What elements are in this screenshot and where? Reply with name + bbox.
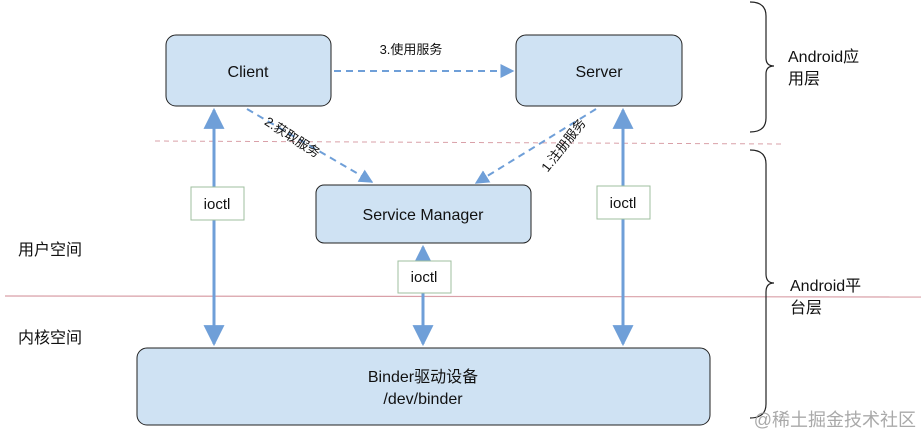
service-manager-box[interactable] [315,184,532,244]
binder-driver-label: Binder驱动设备 [368,368,478,386]
app-layer-separator [154,140,786,145]
server-label: Server [575,64,623,81]
ioctl-server-box [596,185,651,220]
app-layer-label-line2: 用层 [788,71,820,88]
server-box[interactable] [515,34,683,107]
platform-layer-label-line2: 台层 [790,299,822,317]
client-box[interactable] [165,34,332,107]
app-layer-label-line1: Android应 [788,47,859,66]
user-kernel-boundary [4,295,921,298]
ioctl-client-label: ioctl [204,196,231,213]
platform-layer-brace [749,149,775,419]
ioctl-service-manager-label: ioctl [411,269,438,286]
kernel-space-label: 内核空间 [18,329,82,347]
binder-driver-box[interactable] [136,347,711,426]
ioctl-client-box [190,186,245,221]
service-manager-label: Service Manager [363,207,485,224]
user-space-label: 用户空间 [18,241,82,259]
register-service-label: 1.注册服务 [538,116,589,175]
use-service-label: 3.使用服务 [380,42,443,57]
watermark: @稀土掘金技术社区 [754,410,916,430]
client-label: Client [228,64,269,81]
get-service-arrow [246,108,374,183]
app-layer-brace [749,1,775,133]
ioctl-service-manager-box [397,260,452,294]
get-service-label: 2.获取服务 [262,114,323,161]
platform-layer-label-line1: Android平 [790,278,861,295]
ioctl-server-label: ioctl [610,195,637,212]
binder-device-path: /dev/binder [383,391,463,408]
